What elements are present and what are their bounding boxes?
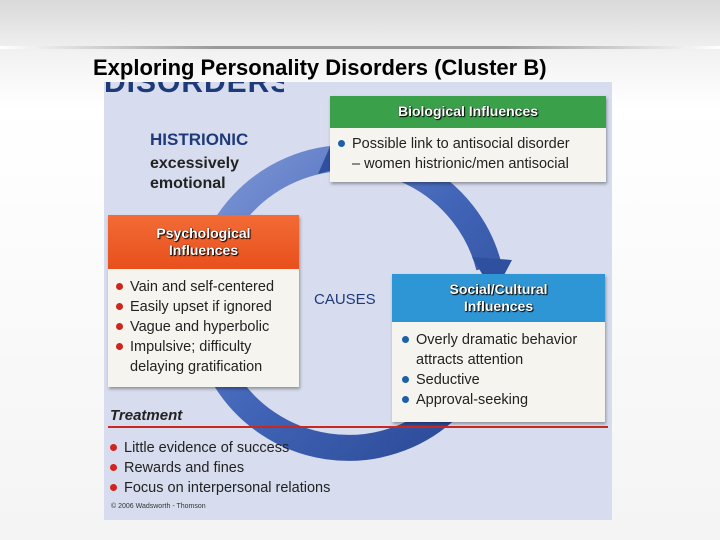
- psychological-heading: Psychological Influences: [108, 215, 299, 269]
- list-item: Possible link to antisocial disorder – w…: [338, 134, 570, 174]
- list-item: Vain and self-centered: [116, 277, 274, 297]
- bullet-icon: [402, 396, 409, 403]
- bullet-icon: [110, 464, 117, 471]
- biological-influences-box: Biological Influences Possible link to a…: [330, 96, 606, 182]
- list-item-line: Focus on interpersonal relations: [124, 480, 331, 496]
- bullet-icon: [116, 283, 123, 290]
- list-item: Little evidence of success: [110, 438, 330, 458]
- list-item: Easily upset if ignored: [116, 297, 274, 317]
- bullet-icon: [116, 303, 123, 310]
- disorder-description-line: excessively: [150, 155, 239, 172]
- list-item-line: Rewards and fines: [124, 460, 245, 476]
- cutoff-heading: DISORDERS: [104, 82, 284, 96]
- list-item-line: Little evidence of success: [124, 440, 290, 456]
- disorder-description-line: emotional: [150, 175, 226, 192]
- bullet-icon: [116, 323, 123, 330]
- bullet-icon: [110, 484, 117, 491]
- list-item-line: attracts attention: [416, 352, 524, 368]
- list-item-line: Vain and self-centered: [130, 279, 275, 295]
- list-item-line: delaying gratification: [130, 359, 263, 375]
- list-item: Approval-seeking: [402, 390, 577, 410]
- list-item: Overly dramatic behavior attracts attent…: [402, 330, 577, 370]
- list-item: Rewards and fines: [110, 458, 330, 478]
- list-item: Focus on interpersonal relations: [110, 478, 330, 498]
- list-item-line: Vague and hyperbolic: [130, 319, 270, 335]
- list-item-line: Easily upset if ignored: [130, 299, 272, 315]
- psychological-influences-box: Psychological Influences Vain and self-c…: [108, 215, 299, 387]
- heading-line: Influences: [463, 298, 534, 314]
- heading-line: Influences: [168, 242, 239, 258]
- bullet-icon: [110, 444, 117, 451]
- bullet-icon: [402, 336, 409, 343]
- heading-line: Psychological: [156, 225, 251, 241]
- bullet-icon: [338, 140, 345, 147]
- list-item: Seductive: [402, 370, 577, 390]
- list-item-line: Approval-seeking: [416, 392, 529, 408]
- treatment-divider: [108, 426, 608, 428]
- bullet-icon: [116, 343, 123, 350]
- treatment-heading: Treatment: [110, 407, 183, 424]
- slide-title: Exploring Personality Disorders (Cluster…: [93, 55, 547, 80]
- biological-heading: Biological Influences: [330, 96, 606, 128]
- list-item-line: Seductive: [416, 372, 480, 388]
- list-item-line: Impulsive; difficulty: [130, 339, 252, 355]
- heading-line: Social/Cultural: [449, 281, 548, 297]
- list-item-line: Possible link to antisocial disorder: [352, 136, 570, 152]
- cutoff-heading-text: DISORDERS: [104, 82, 284, 96]
- social-cultural-influences-box: Social/Cultural Influences Overly dramat…: [392, 274, 605, 422]
- list-item: Impulsive; difficulty delaying gratifica…: [116, 337, 274, 377]
- list-item-line: – women histrionic/men antisocial: [352, 156, 569, 172]
- title-rule: [0, 46, 720, 49]
- list-item: Vague and hyperbolic: [116, 317, 274, 337]
- causes-label: CAUSES: [314, 291, 376, 308]
- bullet-icon: [402, 376, 409, 383]
- list-item-line: Overly dramatic behavior: [416, 332, 578, 348]
- copyright-credit: © 2006 Wadsworth - Thomson: [111, 503, 206, 510]
- disorder-name: HISTRIONIC: [150, 130, 249, 149]
- social-heading: Social/Cultural Influences: [392, 274, 605, 322]
